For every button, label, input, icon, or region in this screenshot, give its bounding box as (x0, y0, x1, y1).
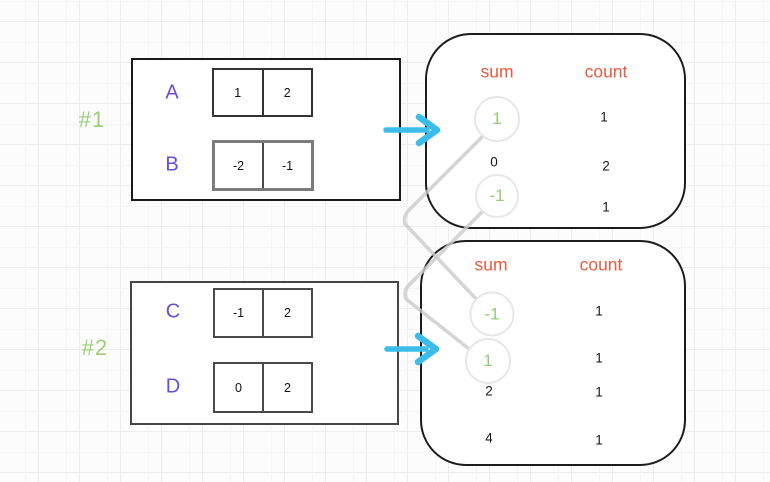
table1-count-value: 1 (600, 109, 608, 125)
group2-row-d-label: D (165, 375, 181, 398)
table2-sum-header: sum (474, 254, 508, 275)
table2-count-header: count (579, 254, 623, 275)
group2-tag: #2 (81, 335, 109, 360)
table1-count-value: 2 (602, 158, 610, 174)
group2-row-d-cells: 0 2 (213, 362, 313, 413)
table1-sum-value: 0 (490, 154, 498, 170)
table2-panel (420, 240, 686, 466)
table1-highlight-circle: -1 (475, 174, 519, 218)
table2-sum-value: 1 (483, 351, 493, 370)
group1-row-b-label: B (165, 153, 179, 176)
table2-highlight-circle: -1 (469, 291, 515, 337)
group1-row-a-label: A (165, 81, 179, 104)
group2-row-c-label: C (165, 300, 181, 323)
array-cell: -2 (232, 158, 245, 173)
table2-count-value: 1 (595, 350, 603, 366)
table1-count-value: 1 (602, 199, 610, 215)
table1-sum-header: sum (480, 61, 514, 82)
group1-row-a-cells: 1 2 (212, 68, 313, 117)
table2-count-value: 1 (595, 303, 603, 319)
array-cell: 2 (261, 70, 312, 115)
group1-row-b-cells: -2 -1 (212, 140, 314, 191)
group2-row-c-cells: -1 2 (213, 288, 313, 338)
array-cell: -1 (262, 143, 311, 188)
table1-sum-value: 1 (492, 109, 502, 128)
table1-count-header: count (584, 61, 628, 82)
array-cell: 2 (262, 364, 311, 411)
table2-count-value: 1 (595, 384, 603, 400)
array-cell: 2 (262, 290, 311, 336)
array-cell: -1 (232, 306, 245, 320)
table1-panel (425, 33, 686, 229)
group1-tag: #1 (78, 107, 106, 132)
table2-count-value: 1 (595, 432, 603, 448)
array-cell: 1 (234, 85, 242, 100)
table2-highlight-circle: 1 (465, 338, 511, 384)
table1-highlight-circle: 1 (474, 96, 520, 142)
table2-sum-value: 2 (485, 383, 493, 399)
table2-sum-value: -1 (484, 304, 500, 323)
table2-sum-value: 4 (485, 430, 493, 446)
table1-sum-value: -1 (489, 186, 505, 205)
array-cell: 0 (235, 380, 242, 395)
